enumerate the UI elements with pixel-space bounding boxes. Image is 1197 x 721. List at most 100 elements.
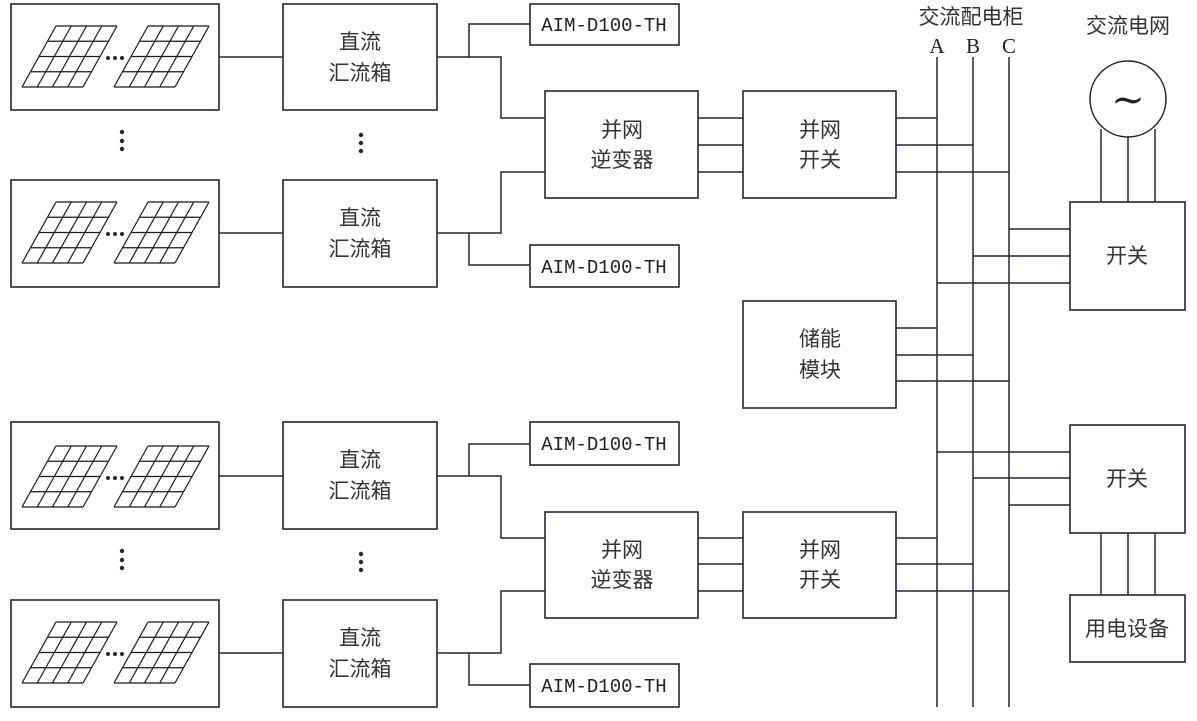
inverter-box <box>544 90 699 199</box>
solar-panel <box>21 621 118 684</box>
combiner-box-frame <box>282 3 438 111</box>
grid-switch-label-line2: 开关 <box>799 568 841 592</box>
storage-box <box>742 300 897 409</box>
pv-array-2 <box>10 179 220 288</box>
grid-connection-switch-2: 并网 开关 <box>742 511 897 619</box>
ac-grid-label: 交流电网 <box>1086 14 1170 38</box>
aim-meter-3: AIM-D100-TH <box>529 421 680 466</box>
switch-to-bus-wires <box>896 117 1009 173</box>
solar-panel <box>21 201 118 264</box>
dc-combiner-box-4: 直流 汇流箱 <box>282 599 438 708</box>
ac-cabinet-label: 交流配电柜 <box>919 5 1024 29</box>
grid-switch-label-line1: 并网 <box>799 118 841 142</box>
combiner-to-meter-wire <box>468 443 530 476</box>
solar-panel <box>21 25 118 88</box>
horizontal-ellipsis-icon <box>106 476 124 480</box>
solar-panel-icon <box>21 25 210 88</box>
storage-to-bus-wires <box>896 327 1009 382</box>
meter-label: AIM-D100-TH <box>541 676 666 698</box>
solar-panel <box>113 445 210 508</box>
combiner-to-meter-wire <box>468 653 530 686</box>
aim-meter-2: AIM-D100-TH <box>529 244 680 288</box>
phase-label-c: C <box>1002 34 1016 58</box>
combiner-to-inverter-wire <box>437 56 545 119</box>
phase-label-a: A <box>929 34 945 58</box>
inverter-label-line2: 逆变器 <box>591 568 654 592</box>
storage-module: 储能 模块 <box>742 300 897 409</box>
meter-box <box>529 3 680 46</box>
vertical-ellipsis-icon <box>119 129 125 152</box>
bus-to-load-switch-wires <box>937 451 1070 506</box>
solar-panel-icon <box>21 201 210 264</box>
vertical-ellipsis-icon <box>358 132 364 154</box>
dc-combiner-box-2: 直流 汇流箱 <box>282 179 438 288</box>
load-box <box>1069 594 1186 663</box>
grid-switch-box <box>742 511 897 619</box>
combiner-to-inverter-wire <box>437 590 545 654</box>
meter-box <box>529 421 680 466</box>
pv-array-1 <box>10 3 220 111</box>
storage-label-line2: 模块 <box>799 358 841 382</box>
grid-switch-box <box>742 90 897 199</box>
inverter-label-line1: 并网 <box>601 538 643 562</box>
combiner-label-line2: 汇流箱 <box>329 237 392 261</box>
combiner-label-line1: 直流 <box>339 30 381 54</box>
load-side-switch: 开关 <box>1069 424 1186 534</box>
inverter-to-switch-wires <box>698 117 743 173</box>
solar-panel <box>113 25 210 88</box>
meter-box <box>529 663 680 708</box>
phase-label-b: B <box>966 34 980 58</box>
pv-array-3 <box>10 421 220 530</box>
grid-inverter-1: 并网 逆变器 <box>544 90 699 199</box>
pv-array-4 <box>10 599 220 708</box>
aim-meter-1: AIM-D100-TH <box>529 3 680 46</box>
grid-inverter-2: 并网 逆变器 <box>544 511 699 619</box>
ac-cabinet-header: 交流配电柜 A B C <box>919 5 1024 58</box>
meter-box <box>529 244 680 288</box>
combiner-label-line1: 直流 <box>339 206 381 230</box>
dc-combiner-box-1: 直流 汇流箱 <box>282 3 438 111</box>
combiner-label-line1: 直流 <box>339 626 381 650</box>
combiner-label-line2: 汇流箱 <box>329 657 392 681</box>
combiner-label-line1: 直流 <box>339 448 381 472</box>
meter-label: AIM-D100-TH <box>541 434 666 456</box>
grid-switch-label-line1: 并网 <box>799 538 841 562</box>
grid-connection-switch-1: 并网 开关 <box>742 90 897 199</box>
solar-panel <box>113 621 210 684</box>
meter-label: AIM-D100-TH <box>541 257 666 279</box>
combiner-label-line2: 汇流箱 <box>329 61 392 85</box>
switch-to-load-wires <box>1100 533 1156 595</box>
inverter-box <box>544 511 699 619</box>
grid-to-switch-wires <box>1100 129 1156 202</box>
horizontal-ellipsis-icon <box>106 652 124 656</box>
combiner-label-line2: 汇流箱 <box>329 479 392 503</box>
meter-label: AIM-D100-TH <box>541 15 666 37</box>
switch-label: 开关 <box>1106 244 1148 268</box>
solar-panel <box>21 445 118 508</box>
horizontal-ellipsis-icon <box>106 232 124 236</box>
storage-label-line1: 储能 <box>799 327 841 351</box>
grid-switch-label-line2: 开关 <box>799 148 841 172</box>
grid-side-switch: 开关 <box>1069 201 1186 311</box>
vertical-ellipsis-icon <box>358 551 364 573</box>
combiner-box-frame <box>282 179 438 288</box>
combiner-to-inverter-wire <box>437 171 545 234</box>
switch-box <box>1069 201 1186 311</box>
switch-to-bus-wires <box>896 537 1009 592</box>
vertical-ellipsis-icon <box>119 548 125 571</box>
inverter-to-switch-wires <box>698 537 743 592</box>
pv-array-box <box>10 421 220 530</box>
bus-to-grid-switch-wires <box>937 228 1070 284</box>
switch-label: 开关 <box>1106 467 1148 491</box>
solar-panel <box>113 201 210 264</box>
switch-box <box>1069 424 1186 534</box>
dc-combiner-box-3: 直流 汇流箱 <box>282 421 438 530</box>
combiner-to-meter-wire <box>468 233 530 266</box>
aim-meter-4: AIM-D100-TH <box>529 663 680 708</box>
electrical-load: 用电设备 <box>1069 594 1186 663</box>
combiner-to-meter-wire <box>468 23 530 57</box>
solar-panel-icon <box>21 621 210 684</box>
inverter-label-line1: 并网 <box>601 118 643 142</box>
horizontal-ellipsis-icon <box>106 56 124 60</box>
